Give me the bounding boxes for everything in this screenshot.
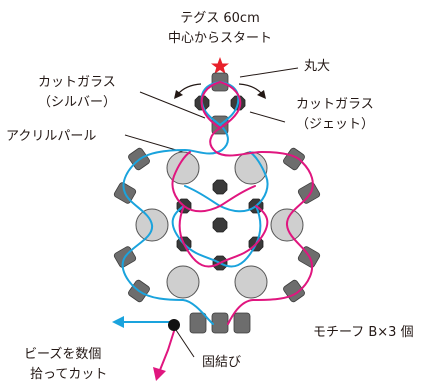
silver-bead-right-upper-1 xyxy=(283,147,305,171)
pink-thread-arrow-icon xyxy=(153,367,166,381)
leader-silver xyxy=(139,91,206,119)
big-round-label: 丸大 xyxy=(304,59,330,74)
thread-length-label: テグス 60cm xyxy=(180,11,260,26)
start-star-icon xyxy=(211,57,229,74)
silver-glass-label: カットガラス xyxy=(38,75,116,90)
arrow-left-head-icon xyxy=(174,90,183,99)
silver-bead-right-lower-2 xyxy=(283,279,305,303)
leader-pearl xyxy=(124,134,184,153)
silver-bead-bottom-1 xyxy=(189,312,207,334)
pink-thread-inner-lower xyxy=(178,205,269,268)
knot-dot-icon xyxy=(168,319,180,331)
acrylic-pearl-label: アクリルパール xyxy=(6,129,96,144)
knot-label: 固結び xyxy=(202,355,241,370)
leader-lines xyxy=(124,67,299,358)
leader-knot xyxy=(175,329,195,358)
pearl-lower-right xyxy=(234,265,268,299)
start-instruction-label: 中心からスタート xyxy=(168,31,272,46)
silver-glass-sublabel: （シルバー） xyxy=(38,95,116,110)
silver-bead-bottom-3 xyxy=(233,312,251,334)
blue-thread-top-loop xyxy=(219,81,240,126)
blue-thread-arrow-icon xyxy=(112,316,124,328)
jet-bead-center xyxy=(212,217,228,233)
blue-thread-main xyxy=(121,81,229,325)
jet-glass-label: カットガラス xyxy=(296,97,374,112)
pink-thread-tail xyxy=(159,327,176,371)
arrow-right-head-icon xyxy=(257,90,266,99)
pink-thread-top-loop xyxy=(200,81,221,129)
pink-thread xyxy=(159,81,314,371)
pink-thread-main xyxy=(209,81,314,325)
silver-bead-right-upper-2 xyxy=(297,182,321,204)
pearl-upper-left xyxy=(166,151,200,185)
silver-bead-bottom-2 xyxy=(211,312,229,334)
jet-glass-sublabel: （ジェット） xyxy=(296,117,374,132)
pick-beads-label-1: ビーズを数個 xyxy=(24,346,101,362)
motif-count-label: モチーフ B×3 個 xyxy=(313,325,414,340)
pearl-lower-left xyxy=(166,265,200,299)
pick-beads-label-2: 拾ってカット xyxy=(30,367,107,382)
leader-big-round xyxy=(239,67,299,78)
arrow-right-curve xyxy=(238,83,263,95)
arrow-left-curve xyxy=(177,83,202,95)
leader-jet xyxy=(249,111,286,123)
jet-bead-center-top xyxy=(212,179,228,195)
